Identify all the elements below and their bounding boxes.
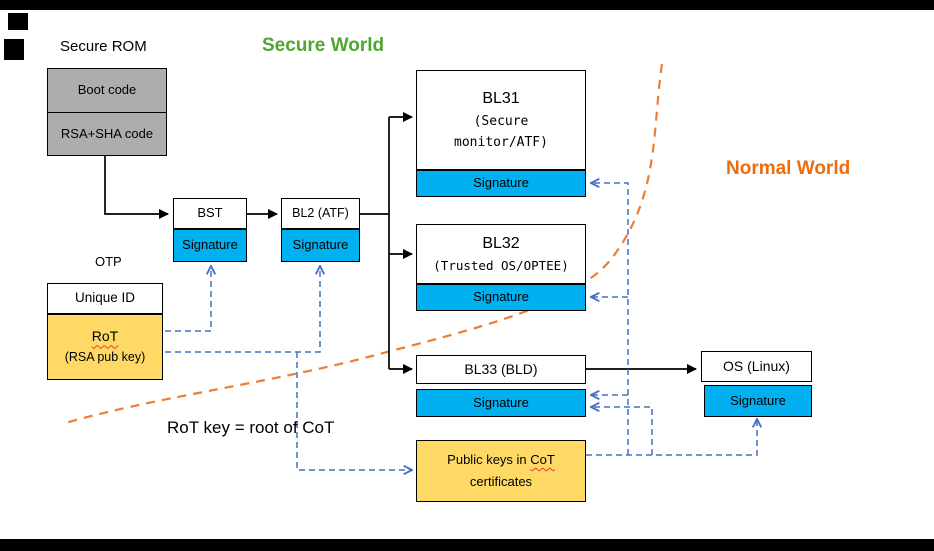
bl2-title: BL2 (ATF) bbox=[292, 205, 349, 220]
verify-arrow-rot-to-bl2-sig bbox=[165, 267, 320, 353]
bl33-title: BL33 (BLD) bbox=[464, 360, 538, 377]
flow-branch-trunk bbox=[360, 117, 390, 369]
bl31-signature: Signature bbox=[416, 170, 586, 197]
secure-world-title: Secure World bbox=[262, 35, 385, 56]
top-border-bar bbox=[0, 0, 934, 10]
os-signature: Signature bbox=[704, 385, 812, 417]
rot-key-note: RoT key = root of CoT bbox=[167, 418, 335, 437]
bst-signature: Signature bbox=[173, 229, 247, 262]
bl31-box: BL31 (Secure monitor/ATF) bbox=[416, 70, 586, 170]
bl32-title: BL32 bbox=[482, 235, 520, 253]
boot-code-cell: Boot code bbox=[48, 69, 166, 113]
flow-arrow-rom-to-bst bbox=[104, 156, 170, 220]
secure-rom-box: Boot code RSA+SHA code bbox=[47, 68, 167, 156]
unique-id-box: Unique ID bbox=[47, 283, 163, 314]
verify-arrow-pubkeys-to-os-sig bbox=[586, 420, 757, 456]
bl2-signature: Signature bbox=[281, 229, 360, 262]
verify-arrow-pubkeys-to-bl31-sig bbox=[592, 183, 629, 455]
rot-box: RoT (RSA pub key) bbox=[47, 314, 163, 380]
signature-label: Signature bbox=[473, 289, 529, 305]
verify-arrow-rot-to-bst-sig bbox=[165, 267, 211, 332]
bl33-box: BL33 (BLD) bbox=[416, 355, 586, 384]
rot-subtitle: (RSA pub key) bbox=[64, 349, 146, 364]
rot-title: RoT bbox=[92, 328, 118, 346]
public-keys-box: Public keys in CoT certificates bbox=[416, 440, 586, 502]
signature-label: Signature bbox=[473, 394, 529, 410]
bl2-box: BL2 (ATF) bbox=[281, 198, 360, 229]
bl32-subtitle: (Trusted OS/OPTEE) bbox=[433, 258, 569, 274]
secure-rom-label: Secure ROM bbox=[60, 38, 147, 55]
public-keys-cot-text: CoT bbox=[530, 451, 555, 467]
signature-label: Signature bbox=[292, 237, 349, 253]
verify-arrow-branch-to-bl33-sig bbox=[592, 407, 653, 455]
decorative-mark bbox=[8, 13, 28, 30]
bl31-subtitle-line2: monitor/ATF) bbox=[454, 135, 548, 150]
bl32-signature: Signature bbox=[416, 284, 586, 311]
signature-label: Signature bbox=[473, 175, 529, 191]
decorative-mark bbox=[4, 39, 24, 60]
public-keys-line1-pre: Public keys in bbox=[447, 451, 531, 467]
unique-id-label: Unique ID bbox=[74, 290, 136, 306]
bst-box: BST bbox=[173, 198, 247, 229]
bst-title: BST bbox=[197, 205, 223, 221]
signature-label: Signature bbox=[182, 237, 238, 253]
normal-world-title: Normal World bbox=[726, 158, 851, 179]
public-keys-line2: certificates bbox=[469, 474, 533, 489]
os-box: OS (Linux) bbox=[701, 351, 812, 382]
otp-label: OTP bbox=[95, 254, 122, 269]
bottom-border-bar bbox=[0, 539, 934, 551]
signature-label: Signature bbox=[730, 392, 786, 408]
os-title: OS (Linux) bbox=[723, 357, 790, 374]
bl33-signature: Signature bbox=[416, 389, 586, 417]
rot-title-text: RoT bbox=[91, 328, 119, 345]
bl32-box: BL32 (Trusted OS/OPTEE) bbox=[416, 224, 586, 284]
public-keys-line1: Public keys in CoT bbox=[447, 452, 555, 468]
verify-arrow-rot-to-pubkeys bbox=[296, 352, 411, 470]
rsa-sha-code-cell: RSA+SHA code bbox=[60, 125, 154, 141]
bl31-subtitle-line1: (Secure bbox=[473, 113, 529, 129]
bl31-title: BL31 bbox=[482, 89, 520, 107]
